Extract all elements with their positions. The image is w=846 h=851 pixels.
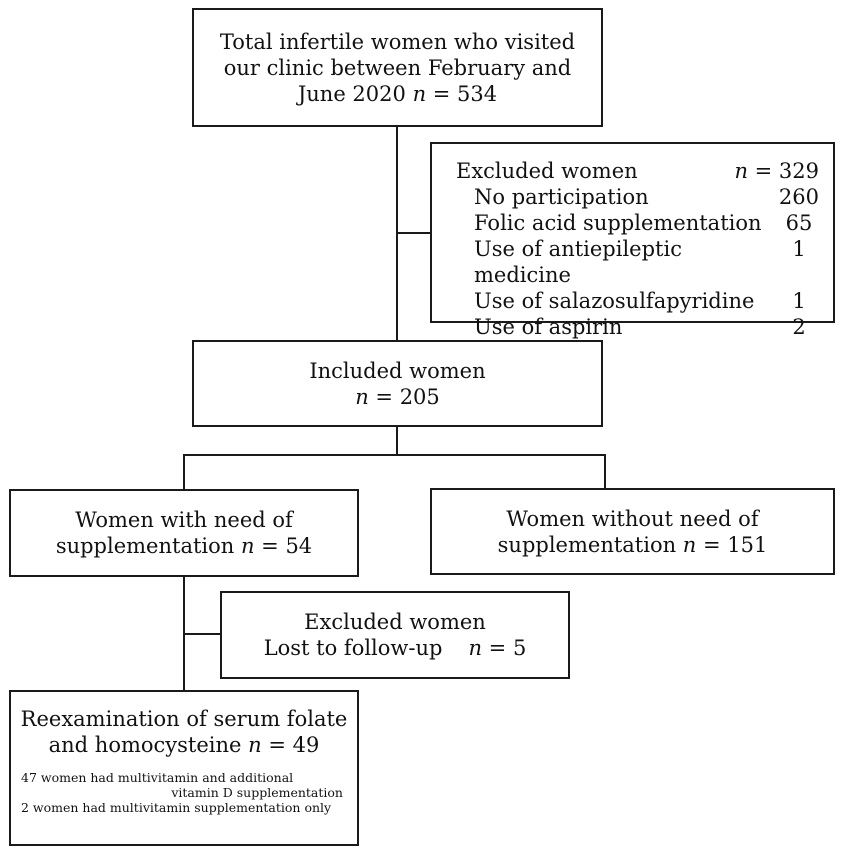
reexam-note-3: 2 women had multivitamin supplementation…: [21, 800, 332, 815]
excluded-item: No participation 260: [474, 184, 819, 210]
women-with-need-box: Women with need of supplementation n = 5…: [9, 489, 359, 577]
excluded-title: Excluded women: [456, 159, 638, 183]
excluded-item-label: No participation: [474, 185, 649, 209]
excluded-item-label: Folic acid supplementation: [474, 211, 762, 235]
included-count: n = 205: [355, 384, 440, 409]
connector-to-excluded: [396, 232, 430, 234]
included-title: Included women: [309, 358, 486, 383]
need-line-1: Women with need of: [75, 508, 293, 532]
total-line-2: our clinic between February and: [223, 55, 572, 80]
total-women-box: Total infertile women who visited our cl…: [192, 8, 603, 127]
excluded-item-value: 260: [778, 185, 819, 209]
women-without-need-box: Women without need of supplementation n …: [430, 488, 835, 575]
connector-to-lost: [183, 633, 221, 635]
connector-split-horizontal: [183, 454, 606, 456]
reexamination-box: Reexamination of serum folate and homocy…: [9, 690, 359, 846]
no-need-line-1: Women without need of: [506, 506, 759, 531]
included-women-box: Included women n = 205: [192, 340, 603, 427]
connector-split-right: [604, 454, 606, 488]
excluded-item-value: 1: [792, 289, 806, 313]
reexam-heading: Reexamination of serum folate and homocy…: [11, 692, 357, 758]
excluded-item-value: 65: [785, 211, 813, 235]
reexam-notes: 47 women had multivitamin and additional…: [11, 758, 357, 815]
lost-title: Excluded women: [304, 610, 486, 634]
excluded-item: Use of antiepileptic medicine 1: [474, 236, 819, 288]
connector-split-left: [183, 454, 185, 490]
excluded-item: Use of aspirin 2: [474, 314, 819, 340]
excluded-item-label: Use of antiepileptic medicine: [474, 237, 682, 287]
no-need-line-2: supplementation n = 151: [497, 532, 768, 557]
connector-included-down: [396, 426, 398, 456]
excluded-women-box: Excluded women n = 329 No participation 2…: [430, 142, 835, 339]
excluded-header: Excluded women n = 329: [456, 158, 819, 184]
excluded-item-label: Use of salazosulfapyridine: [474, 289, 755, 313]
need-line-2: supplementation n = 54: [55, 534, 313, 558]
reexam-note-1: 47 women had multivitamin and additional: [21, 770, 294, 785]
reexam-line-2: and homocysteine n = 49: [48, 733, 320, 757]
reexam-line-1: Reexamination of serum folate: [20, 707, 348, 731]
excluded-count: n = 329: [734, 159, 819, 183]
excluded-item: Use of salazosulfapyridine 1: [474, 288, 819, 314]
excluded-item: Folic acid supplementation 65: [474, 210, 819, 236]
total-line-3: June 2020 n = 534: [297, 81, 498, 106]
reexam-note-2: vitamin D supplementation: [171, 785, 343, 800]
excluded-item-label: Use of aspirin: [474, 315, 623, 339]
total-line-1: Total infertile women who visited: [219, 29, 576, 54]
excluded-item-value: 2: [792, 315, 806, 339]
excluded-item-value: 1: [792, 237, 806, 261]
